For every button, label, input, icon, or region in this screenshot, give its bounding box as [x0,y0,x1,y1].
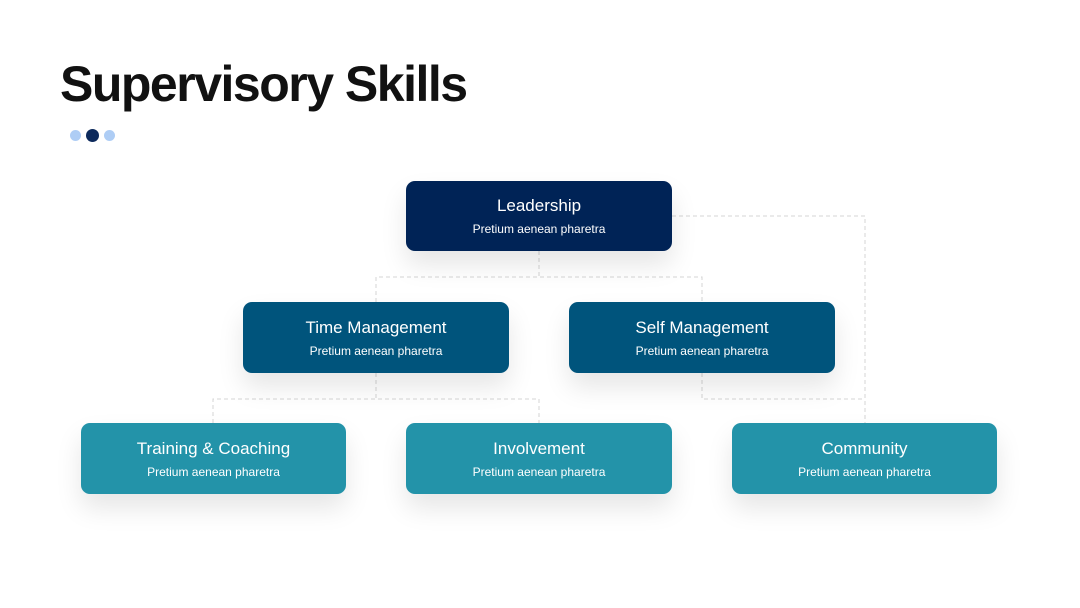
node-subtitle: Pretium aenean pharetra [472,464,606,479]
node-title: Involvement [493,438,585,458]
node-subtitle: Pretium aenean pharetra [472,222,606,236]
indicator-dot-active [86,129,99,142]
node-title: Training & Coaching [136,438,291,458]
node-involvement: Involvement Pretium aenean pharetra [406,423,672,494]
node-self-management: Self Management Pretium aenean pharetra [569,302,835,373]
node-subtitle: Pretium aenean pharetra [798,464,931,479]
node-title: Leadership [496,196,582,215]
node-title: Self Management [635,317,769,337]
connector-time-management-to-level3 [212,373,540,423]
connector-self-management-to-community [701,373,865,400]
node-leadership: Leadership Pretium aenean pharetra [406,181,672,251]
node-title: Time Management [305,317,447,337]
connector-leadership-to-community [672,215,866,423]
slide-indicator [70,129,115,142]
node-subtitle: Pretium aenean pharetra [147,464,280,479]
connector-leadership-to-level2 [375,251,703,302]
indicator-dot [70,130,81,141]
node-community: Community Pretium aenean pharetra [732,423,997,494]
node-time-management: Time Management Pretium aenean pharetra [243,302,509,373]
node-title: Community [821,438,908,458]
node-training-coaching: Training & Coaching Pretium aenean phare… [81,423,346,494]
slide-title: Supervisory Skills [60,56,468,112]
node-subtitle: Pretium aenean pharetra [309,343,443,358]
indicator-dot [104,130,115,141]
node-subtitle: Pretium aenean pharetra [635,343,769,358]
